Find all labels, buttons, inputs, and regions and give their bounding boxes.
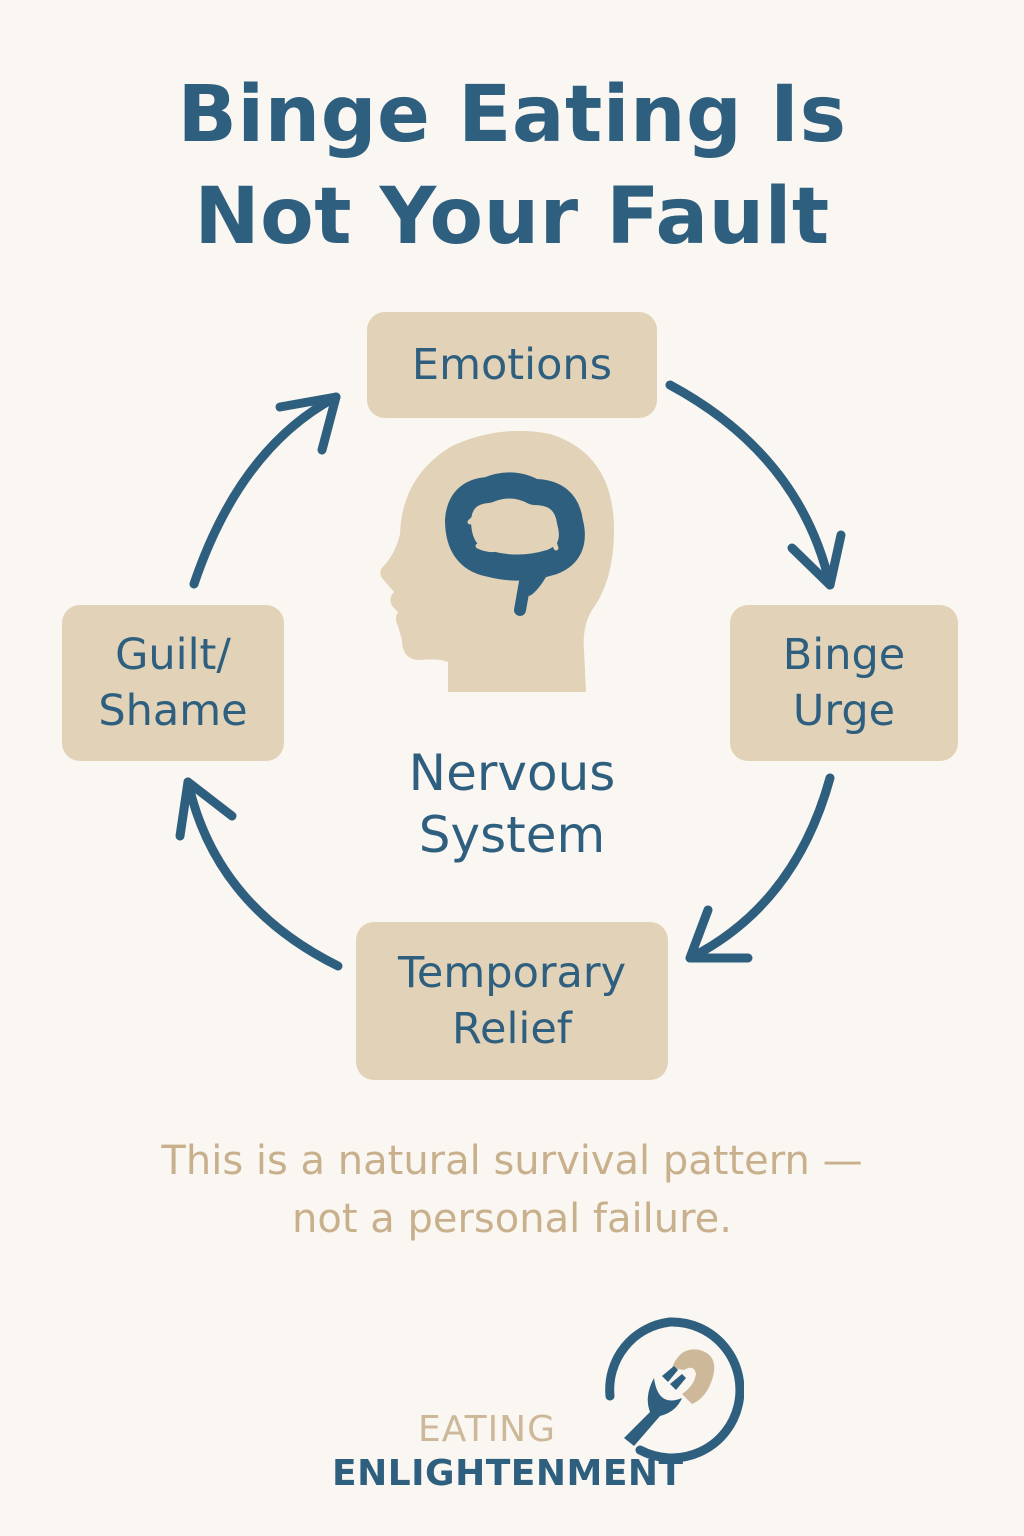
center-label-nervous-system: Nervous System (362, 742, 662, 866)
tagline-line-1: This is a natural survival pattern — (161, 1138, 863, 1184)
arrow-relief-to-guilt (183, 777, 343, 971)
arrowhead-guilt-to-emotions (275, 392, 341, 455)
tagline-line-2: not a personal failure. (292, 1196, 732, 1242)
node-label-binge: Binge (782, 630, 906, 680)
arrow-urge-to-relief (685, 773, 835, 963)
arrow-guilt-to-emotions (189, 392, 341, 589)
logo-text-enlightenment: ENLIGHTENMENT (332, 1453, 684, 1494)
node-label-shame: Shame (98, 686, 248, 736)
fork-hand-logo-icon (605, 1317, 744, 1463)
logo-text-eating: EATING (418, 1409, 557, 1450)
head-brain-icon (380, 430, 614, 692)
node-label-temporary: Temporary (397, 948, 627, 998)
node-label-emotions: Emotions (411, 340, 613, 390)
title-line-1: Binge Eating Is (177, 70, 847, 160)
node-label-relief: Relief (452, 1004, 572, 1054)
page-title: Binge Eating Is Not Your Fault (0, 64, 1024, 268)
arrow-emotions-to-urge (665, 380, 835, 590)
cycle-node-emotions: Emotions (367, 312, 657, 418)
cycle-node-binge-urge: Binge Urge (730, 605, 958, 761)
tagline: This is a natural survival pattern — not… (0, 1132, 1024, 1248)
title-line-2: Not Your Fault (194, 172, 830, 262)
node-label-guilt: Guilt/ (115, 630, 231, 680)
arrowhead-relief-to-guilt (175, 777, 237, 841)
node-label-urge: Urge (792, 686, 896, 736)
arrowhead-urge-to-relief (685, 905, 753, 963)
arrowhead-emotions-to-urge (787, 530, 846, 590)
cycle-node-temporary-relief: Temporary Relief (356, 922, 668, 1080)
center-label-line-1: Nervous (408, 744, 616, 802)
cycle-node-guilt-shame: Guilt/ Shame (62, 605, 284, 761)
center-label-line-2: System (418, 806, 606, 864)
